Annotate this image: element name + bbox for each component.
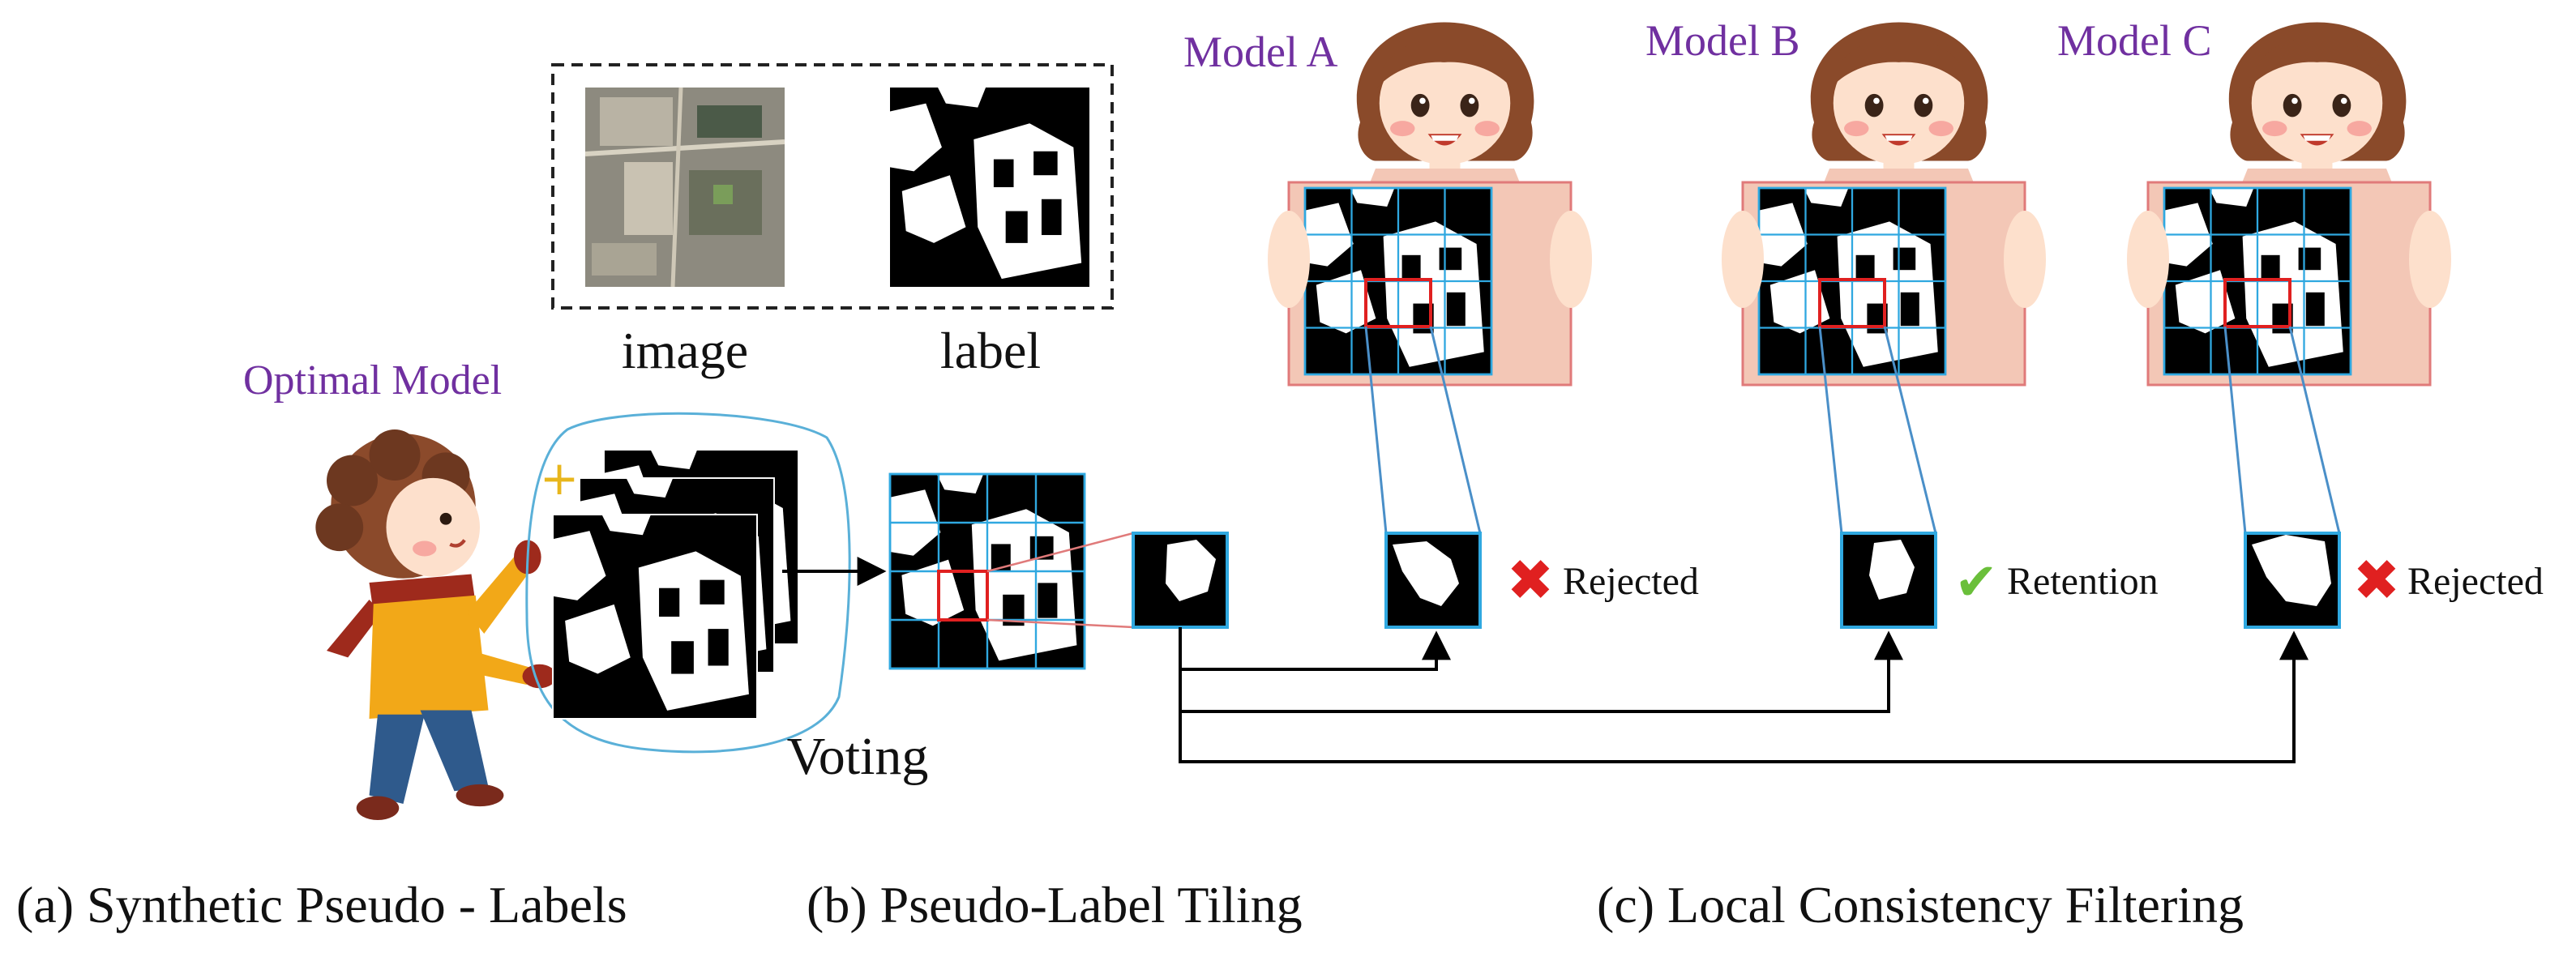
model-b-tile [1840, 532, 1937, 629]
image-caption: image [622, 322, 748, 379]
model-a-zoom-line-2 [1429, 326, 1482, 534]
stacked-mask-front [551, 513, 759, 720]
zoom-line-top [986, 532, 1134, 573]
model-c-zoom-line-2 [2288, 326, 2341, 534]
model-c-zoom-line-1 [2223, 326, 2247, 534]
example-pair-box [551, 63, 1114, 310]
voting-cloud-outline [525, 412, 851, 754]
cross-mark-icon: ✖ [1507, 547, 1555, 613]
model-a-tile [1384, 532, 1482, 629]
model-b-zoom-line-2 [1883, 326, 1937, 534]
model-c-verdict: Rejected [2407, 560, 2544, 603]
model-c-tile [2244, 532, 2341, 629]
model-b-verdict: Retention [2007, 560, 2159, 603]
cross-mark-icon: ✖ [2353, 547, 2401, 613]
caption-c: (c) Local Consistency Filtering [1597, 876, 2244, 934]
boy-illustration [315, 429, 556, 820]
optimal-model-title: Optimal Model [243, 357, 502, 404]
zoomed-tile [1132, 532, 1229, 629]
label-caption: label [940, 322, 1041, 379]
model-c-title: Model C [2057, 16, 2212, 65]
label-mask [890, 88, 1089, 287]
satellite-image [584, 87, 785, 288]
zoom-line-bottom [986, 618, 1134, 629]
caption-a: (a) Synthetic Pseudo - Labels [16, 876, 627, 934]
model-b-title: Model B [1645, 16, 1800, 65]
girl-a-illustration [1356, 22, 1534, 207]
model-a-prediction [1268, 181, 1592, 387]
tile-highlight [937, 570, 989, 622]
model-b-prediction [1722, 181, 2046, 387]
model-a-title: Model A [1183, 28, 1338, 76]
voting-label: Voting [787, 727, 929, 786]
model-a-zoom-line-1 [1364, 326, 1388, 534]
girl-c-illustration [2228, 22, 2407, 207]
caption-b: (b) Pseudo-Label Tiling [807, 876, 1303, 934]
check-mark-icon: ✔ [1954, 553, 1998, 613]
plus-icon: + [540, 451, 580, 506]
model-c-prediction [2127, 181, 2451, 387]
model-a-verdict: Rejected [1563, 560, 1699, 603]
model-b-zoom-line-1 [1818, 326, 1843, 534]
girl-b-illustration [1810, 22, 1988, 207]
routing-arrows [1179, 627, 2309, 763]
